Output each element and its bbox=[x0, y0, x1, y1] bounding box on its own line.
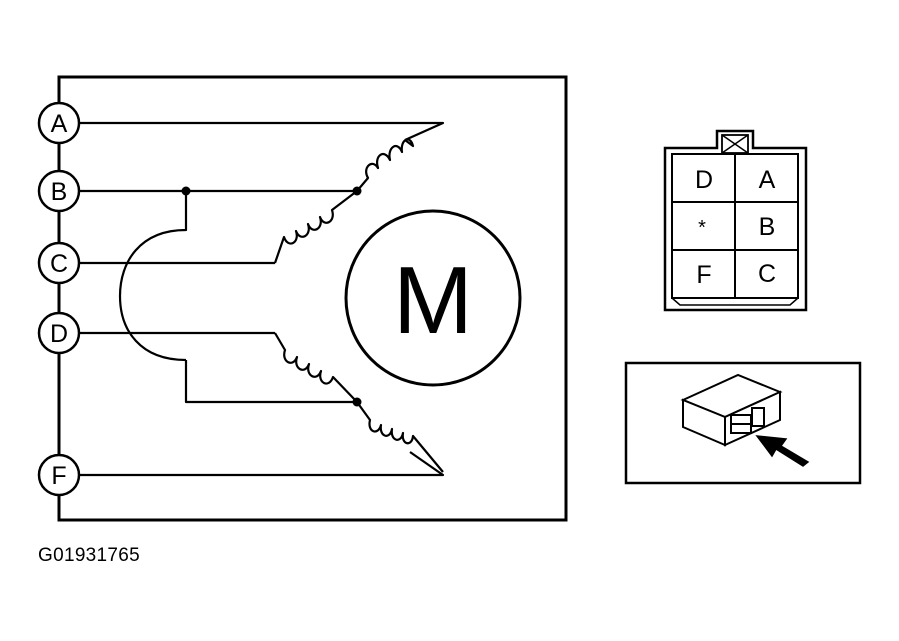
coil-upper-left bbox=[273, 190, 358, 264]
module-icon bbox=[680, 373, 783, 447]
pin-d-label: D bbox=[695, 166, 713, 194]
coil-lower-right bbox=[356, 401, 444, 473]
pin-f-label: F bbox=[696, 261, 711, 289]
motor-symbol: M bbox=[344, 209, 522, 387]
pin-b-label: B bbox=[759, 213, 776, 241]
wire-a bbox=[80, 121, 445, 142]
terminal-b-label: B bbox=[51, 178, 68, 206]
wires bbox=[80, 121, 445, 477]
pin-a-label: A bbox=[759, 166, 776, 194]
wire-b-drop bbox=[118, 191, 188, 362]
wire-lower-return bbox=[184, 360, 357, 404]
motor-label: M bbox=[393, 247, 473, 354]
terminal-f: F bbox=[37, 453, 81, 497]
coil-upper-right bbox=[356, 138, 415, 192]
pin-empty-label: * bbox=[698, 217, 706, 239]
junction-lower bbox=[352, 397, 362, 407]
junction-b-right bbox=[352, 186, 362, 196]
junction-b-left bbox=[181, 186, 191, 196]
schematic-frame bbox=[57, 75, 568, 522]
component-locator-inset bbox=[624, 361, 862, 485]
terminal-d-label: D bbox=[50, 320, 68, 348]
figure-id: G01931765 bbox=[38, 545, 141, 566]
terminal-a-label: A bbox=[51, 110, 68, 138]
terminal-b: B bbox=[37, 169, 81, 213]
arrow-icon bbox=[755, 435, 810, 467]
pin-c-label: C bbox=[758, 260, 776, 288]
terminal-a: A bbox=[37, 101, 81, 145]
motor-schematic: A B C D F M bbox=[37, 75, 568, 522]
connector-face: D A * B F C bbox=[663, 129, 808, 312]
terminal-c: C bbox=[37, 241, 81, 285]
coil-lower-left bbox=[274, 332, 358, 403]
wire-f bbox=[80, 451, 445, 477]
terminal-f-label: F bbox=[51, 462, 66, 490]
terminal-d: D bbox=[37, 311, 81, 355]
terminal-c-label: C bbox=[50, 250, 68, 278]
